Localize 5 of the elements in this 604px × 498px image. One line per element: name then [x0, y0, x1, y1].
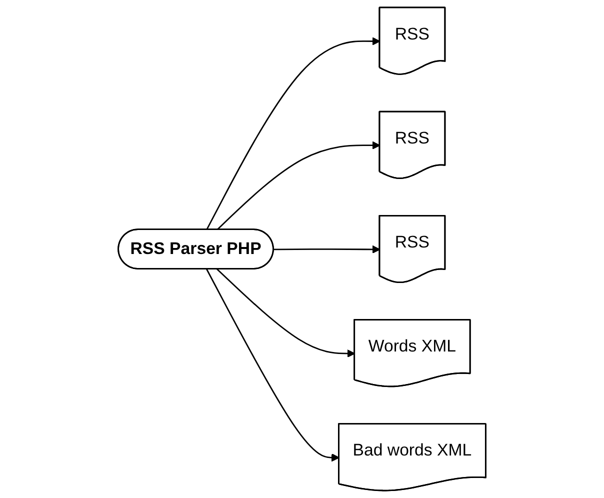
- arrow: [274, 245, 380, 254]
- arrow: [206, 268, 340, 462]
- arrow: [216, 141, 380, 230]
- arrow: [206, 37, 380, 230]
- arrow: [216, 268, 356, 358]
